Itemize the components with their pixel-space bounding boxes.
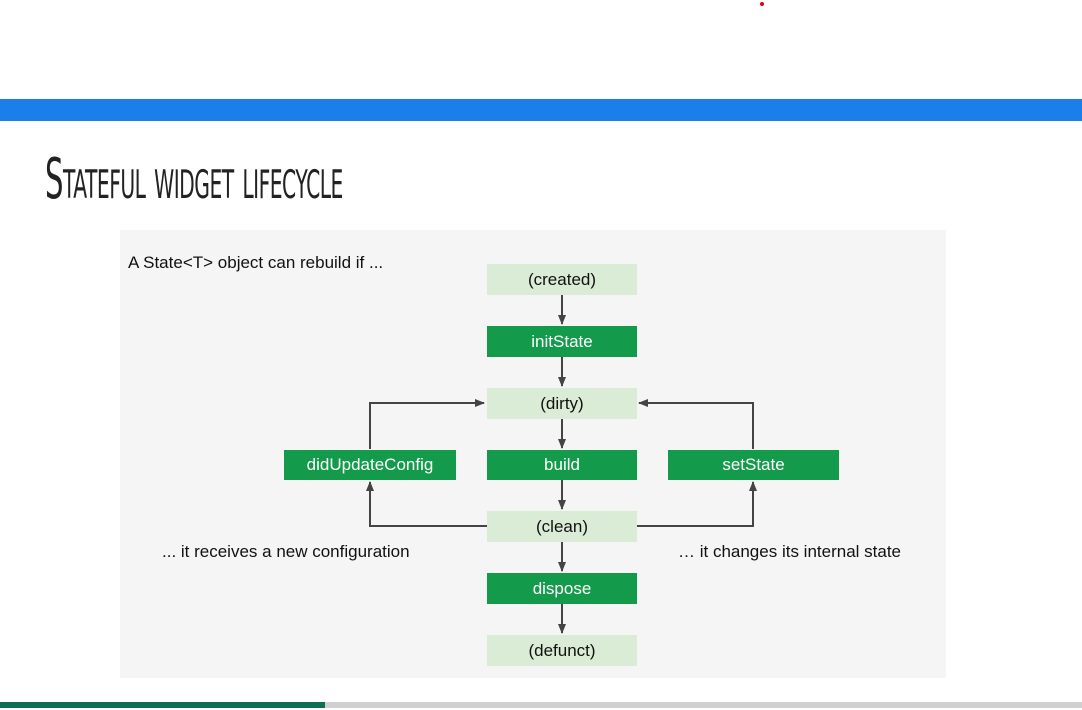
- diagram-arrows: [366, 295, 757, 634]
- arrow-clean-didupdateconfig: [366, 481, 487, 527]
- note-internal-state: … it changes its internal state: [678, 542, 902, 561]
- node-initstate: initState: [487, 326, 637, 357]
- arrow-clean-setstate: [636, 481, 757, 527]
- slide-progress-bar: [0, 702, 1082, 708]
- node-build: build: [487, 450, 637, 480]
- note-new-configuration: ... it receives a new configuration: [162, 542, 410, 561]
- pointer-dot: [760, 2, 764, 6]
- slide-title: Stateful widget lifecycle: [45, 147, 343, 212]
- arrow-didupdateconfig-dirty: [369, 399, 485, 449]
- node-setstate: setState: [668, 450, 839, 480]
- node-didupdateconfig: didUpdateConfig: [284, 450, 456, 480]
- node-created: (created): [487, 264, 637, 295]
- slide-header-bar: [0, 99, 1082, 121]
- slide-progress-fill: [0, 702, 325, 708]
- arrow-setstate-dirty: [638, 399, 754, 449]
- node-clean: (clean): [487, 511, 637, 542]
- node-dirty: (dirty): [487, 388, 637, 419]
- node-defunct: (defunct): [487, 635, 637, 666]
- diagram-intro-text: A State<T> object can rebuild if ...: [128, 253, 384, 272]
- lifecycle-diagram: A State<T> object can rebuild if ... (cr…: [120, 230, 946, 678]
- node-dispose: dispose: [487, 573, 637, 604]
